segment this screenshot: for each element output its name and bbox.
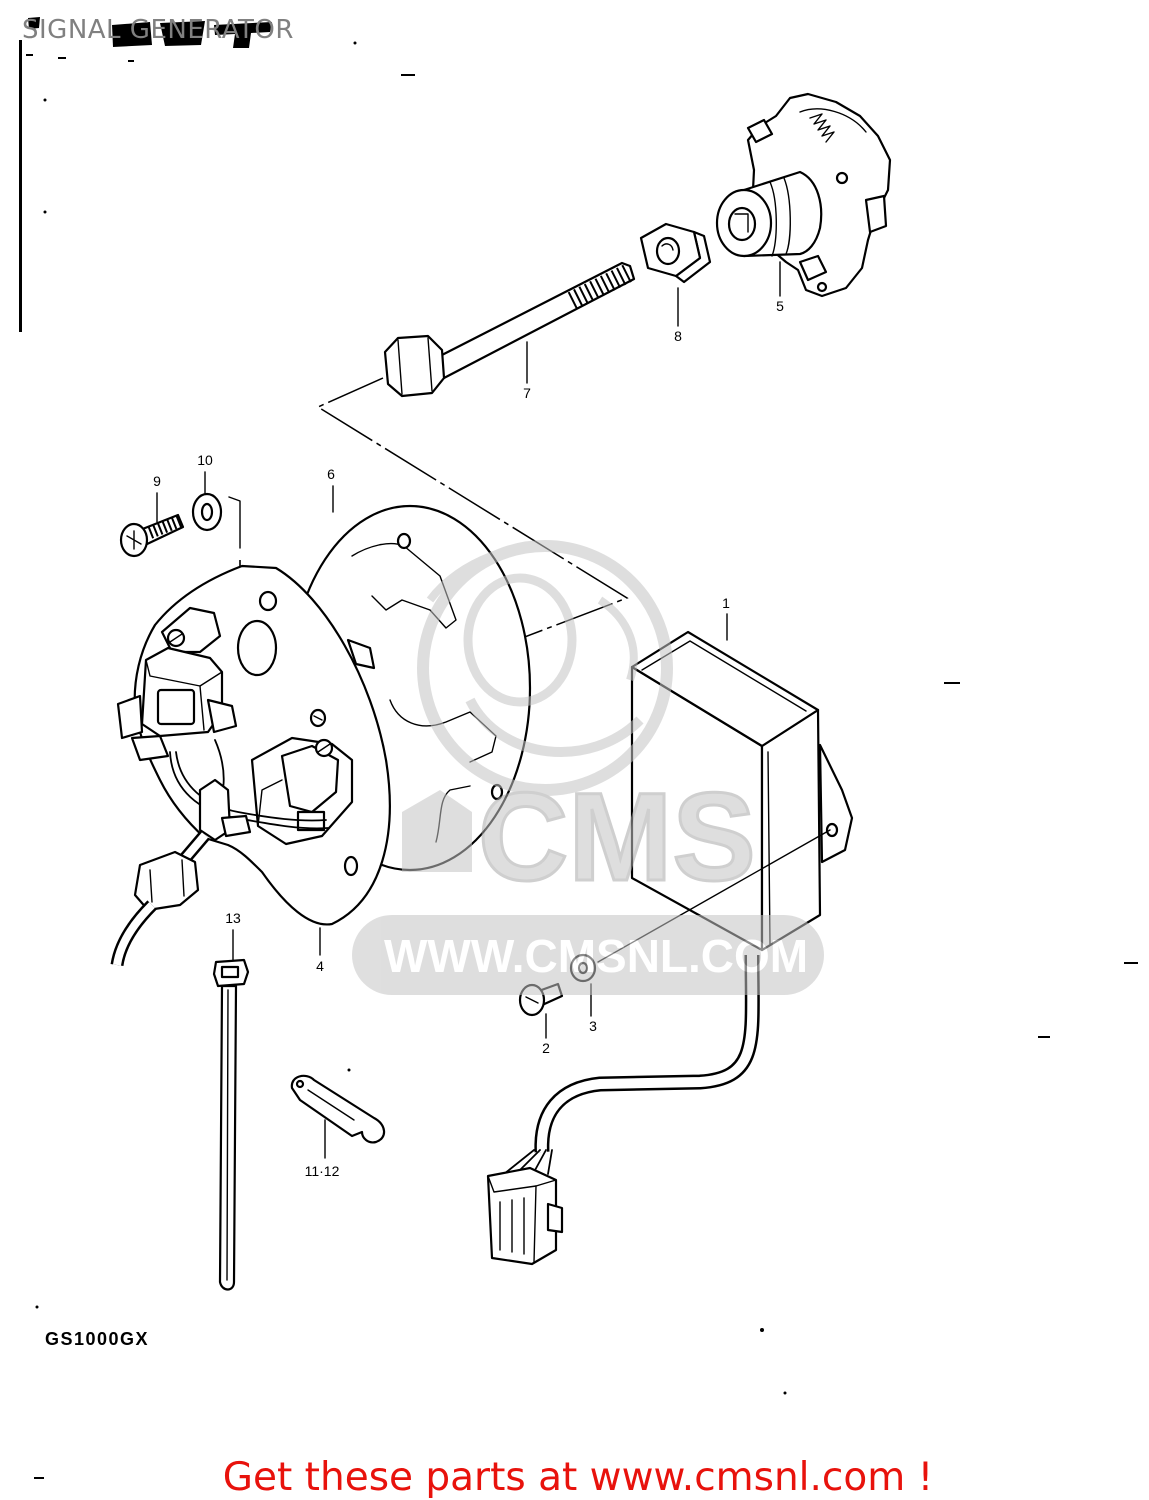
part-label-2: 2: [542, 1040, 550, 1056]
washer-10: [191, 492, 223, 532]
part-label-5: 5: [776, 298, 784, 314]
cable-tie: [212, 958, 250, 1291]
watermark-url: WWW.CMSNL.COM: [384, 930, 808, 982]
part-label-7: 7: [523, 385, 531, 401]
wire-connector: [486, 1166, 564, 1266]
header-scan-marks: [19, 17, 272, 332]
cable-clamp: [290, 1074, 386, 1144]
watermark: CMS WWW.CMSNL.COM: [352, 540, 824, 995]
model-code: GS1000GX: [45, 1329, 149, 1349]
nut: [639, 222, 712, 284]
signal-rotor-assembly: [715, 92, 892, 298]
screw-9: [119, 513, 185, 558]
part-label-8: 8: [674, 328, 682, 344]
part-label-4: 4: [316, 958, 324, 974]
part-label-11-12: 11·12: [305, 1163, 340, 1179]
part-label-6: 6: [327, 466, 335, 482]
part-label-3: 3: [589, 1018, 597, 1034]
page-title: SIGNAL GENERATOR: [22, 15, 294, 45]
alignment-line: [316, 377, 629, 639]
watermark-logo-icon: [402, 790, 472, 872]
pickup-coil-left: [116, 606, 238, 762]
part-label-9: 9: [153, 473, 161, 489]
bolt: [383, 261, 636, 398]
igniter-cable: [503, 954, 760, 1175]
watermark-logo: CMS: [478, 768, 756, 907]
bracket-line: [228, 496, 241, 549]
part-label-10: 10: [197, 452, 213, 468]
scan-specks: [34, 41, 1138, 1479]
part-label-1: 1: [722, 595, 730, 611]
pickup-wiring: [110, 739, 329, 967]
part-label-13: 13: [225, 910, 241, 926]
cta-link[interactable]: Get these parts at www.cmsnl.com !: [223, 1455, 933, 1500]
